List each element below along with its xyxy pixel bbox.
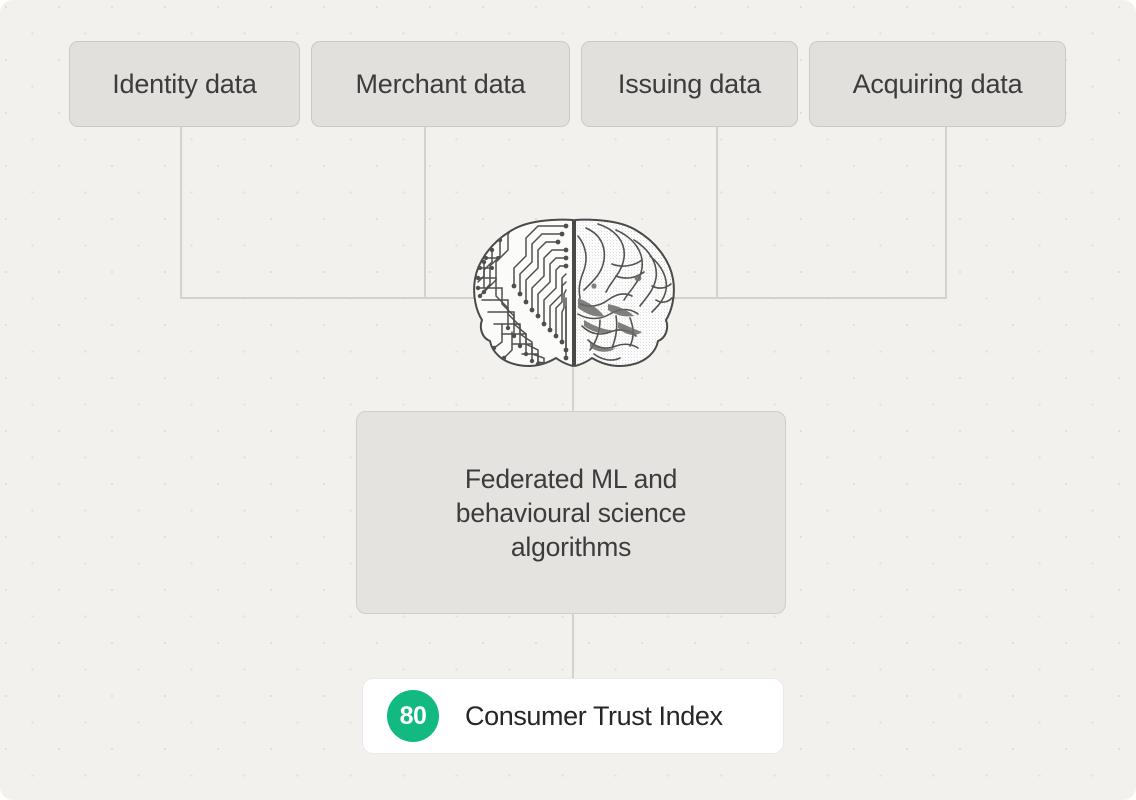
algorithm-box-label: Federated ML and behavioural science alg… <box>455 463 687 562</box>
source-box-acquiring-data[interactable]: Acquiring data <box>809 41 1066 127</box>
source-box-label: Identity data <box>112 68 257 99</box>
source-box-merchant-data[interactable]: Merchant data <box>311 41 570 127</box>
connector-merchant-data <box>424 127 426 298</box>
connector-acquiring-data <box>945 127 947 298</box>
result-label: Consumer Trust Index <box>465 700 723 731</box>
connector-brain-to-algorithms <box>572 366 574 413</box>
source-box-identity-data[interactable]: Identity data <box>69 41 300 127</box>
brain-circuit-illustration-icon <box>466 216 682 370</box>
source-box-label: Issuing data <box>617 68 762 99</box>
algorithm-box[interactable]: Federated ML and behavioural science alg… <box>356 411 786 614</box>
connector-identity-data <box>180 127 182 298</box>
consumer-trust-index-card[interactable]: 80 Consumer Trust Index <box>362 678 784 754</box>
source-box-issuing-data[interactable]: Issuing data <box>581 41 798 127</box>
connector-algorithms-to-result <box>572 613 574 679</box>
source-box-label: Merchant data <box>355 68 526 99</box>
connector-issuing-data <box>716 127 718 298</box>
source-box-label: Acquiring data <box>852 68 1023 99</box>
score-badge: 80 <box>387 690 439 742</box>
